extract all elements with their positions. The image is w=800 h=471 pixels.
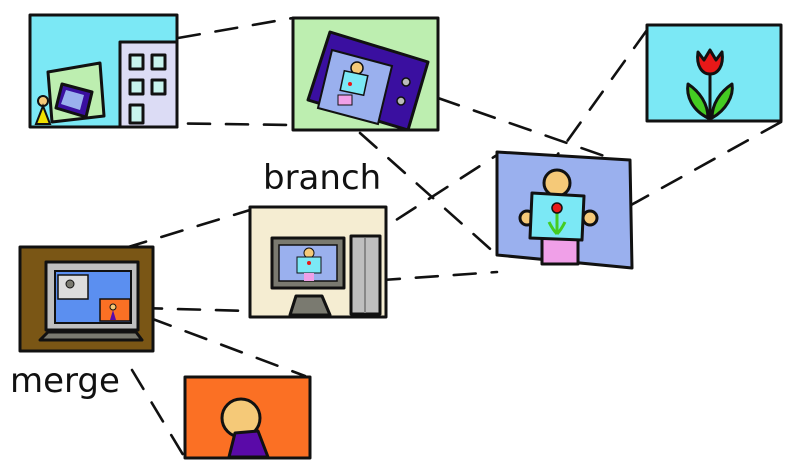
connector-5-4-bottom: [338, 270, 499, 285]
panel-room-with-tv: [248, 205, 388, 319]
connector-6-7-top: [148, 316, 307, 378]
panel-building-scene: [28, 13, 179, 129]
panel-orange-portrait: [183, 375, 312, 460]
panel-person-holding-picture: [495, 150, 634, 270]
connector-lines: [123, 16, 783, 460]
connector-6-5-top: [123, 208, 252, 250]
merge-label: merge: [10, 361, 120, 401]
connector-2-4-top: [436, 96, 632, 167]
panel-tv-on-green: [291, 16, 440, 132]
connector-6-5-bottom: [138, 306, 252, 313]
connector-1-2-top: [176, 16, 295, 40]
connector-5-4-top: [363, 153, 499, 242]
panel-laptop-screen: [18, 245, 155, 353]
connector-1-2-bottom: [148, 121, 295, 127]
connector-6-7-bottom: [130, 368, 187, 460]
branch-label: branch: [263, 158, 381, 198]
connector-3-4-top: [543, 28, 649, 174]
connector-2-4-bottom: [358, 131, 499, 257]
panel-tulip: [645, 23, 783, 123]
